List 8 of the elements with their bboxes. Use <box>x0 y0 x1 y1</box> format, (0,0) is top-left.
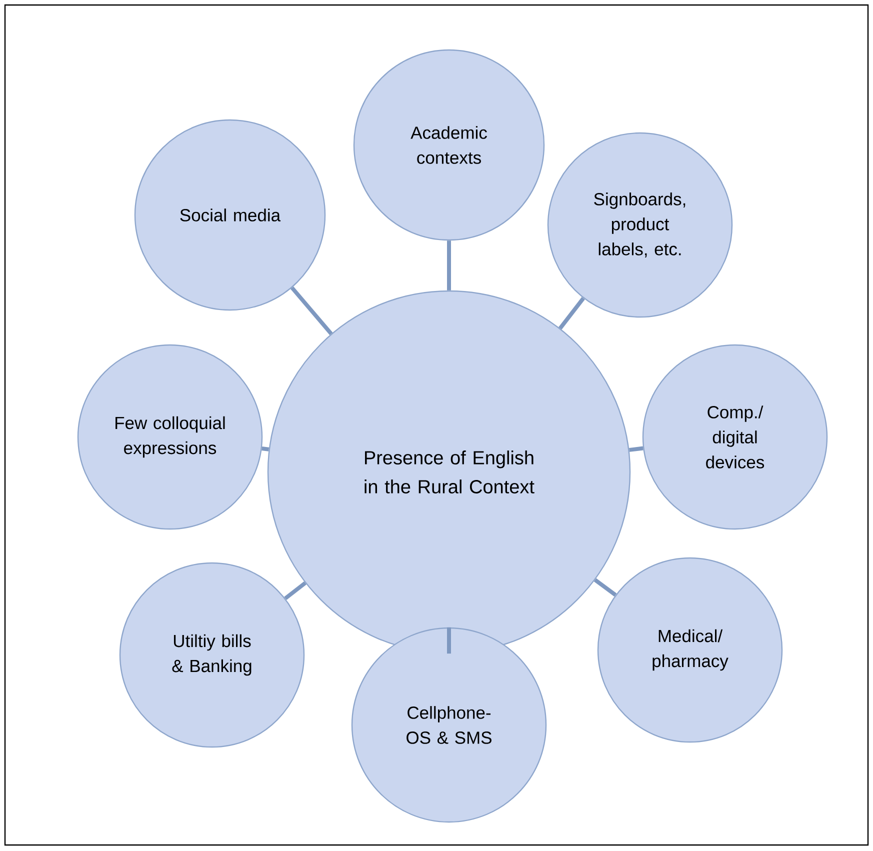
connector-line <box>558 297 585 330</box>
connector-line <box>262 446 270 452</box>
connector-line <box>447 240 451 290</box>
connector-line <box>284 581 306 600</box>
connector-line <box>290 286 333 336</box>
connector-line <box>447 627 451 654</box>
connector-line <box>629 446 644 452</box>
connector-line <box>594 578 617 597</box>
